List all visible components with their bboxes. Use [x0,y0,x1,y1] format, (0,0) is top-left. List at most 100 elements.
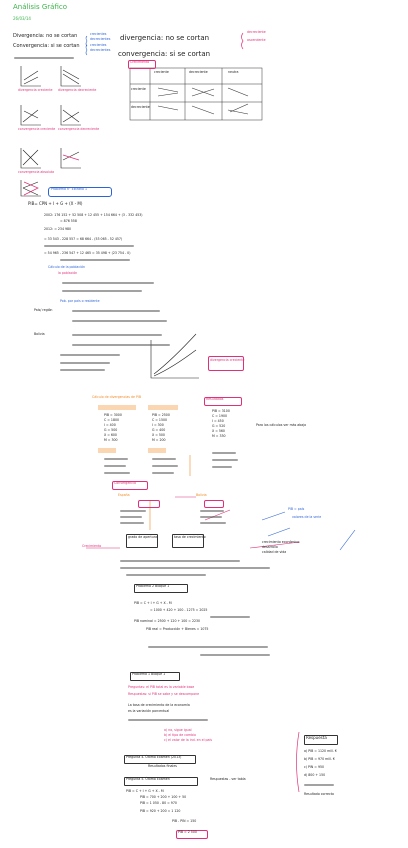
scribble-line [60,259,130,261]
problem1-sub-1: Cálculo de la población [48,265,85,269]
problem2-line-4: PIB real = Producción + Bienes = 1075 [146,627,209,631]
scribble-line [200,654,270,656]
data-col3-5: X = 560 [212,429,225,433]
problem1-line-1: 2002: 176 152 + 52 508 + 12 455 + 154 66… [44,213,143,217]
problem2-line-2: = 1000 + 420 + 100 - 1275 = 2025 [150,608,208,612]
problem1-line-5: = 54 965 - 236 547 + 12 465 = 35 498 + (… [44,251,131,255]
scribble-line [200,510,224,512]
data-col1-2: C = 1800 [104,418,120,422]
divergence-line: Divergencia: no se cortan [13,33,78,39]
chart-label-2: divergencia decreciente [58,88,97,92]
problem1-chart-label-box [208,356,244,371]
problem4-note2: Respuestas - ver tabla [210,777,246,781]
scribble-line [152,472,174,474]
problem1-title-box [48,187,112,197]
section-conv-right-title: Bolivia [196,493,207,497]
growth-mid: tasa de crecimiento [174,535,206,539]
growth-note-2: desarrollo [262,545,278,549]
problem3-title-box [130,672,180,681]
problem4-right-line-1: a) PIB = 1120 mill. € [304,749,337,753]
problem4-title-box [124,755,196,764]
problem4-right-line-3: c) PIN = 950 [304,765,325,769]
scribble-line [212,466,232,468]
data-col1-3: I = 400 [104,423,116,427]
problem4-title2: Pregunta 5. Último Examen [126,777,170,781]
scribble-line [60,369,105,371]
page-date: 26/03/14 [13,16,31,21]
section-conv-title-box [112,481,148,490]
chart-label-5: convergencia absoluta [18,170,55,174]
section-conv-note-1: PIB = país [288,507,305,511]
problem4-result-box [176,830,208,839]
problem2-title: Problema 2 Bloque 1 [136,584,170,588]
problem4-line-2: PIB = 700 + 200 + 100 + 50 [140,795,187,799]
problem1-formula: PIB= CPN + I + G + (X - M) [28,201,83,206]
data-col1-4: G = 500 [104,428,118,432]
problem4-final: Resultado correcto [304,792,334,796]
problem4-right-line-2: b) PIB = 970 mill. € [304,757,335,761]
convergence-heading: convergencia: si se cortan [118,50,211,58]
problem4-title2-box [124,777,198,786]
problem1-calc-label-2: País/ región [34,308,53,312]
section-conv-left-title: España [118,493,130,497]
table-header-2: decreciente [189,70,208,74]
highlight [148,448,166,453]
chart-label-1: divergencia creciente [18,88,53,92]
scribble-line [212,452,236,454]
scribble-line [44,245,134,247]
data-col1-6: M = 300 [104,438,118,442]
highlight [98,448,116,453]
data-col2-5: X = 500 [152,433,165,437]
growth-note-3: calidad de vida [262,550,287,554]
scribble-line [152,458,176,460]
scribble-line [200,522,226,524]
divergence-note-1: crecientes [90,32,107,36]
scribble-line [60,354,120,356]
data-note: Para los cálculos ver más abajo [256,423,307,427]
problem3-title: Problema 1 Bloque 1 [132,672,166,676]
data-col2-1: PIB = 2500 [152,413,170,417]
section-conv-title: Convergencia [114,481,136,485]
problem1-calc-label-1: Pob. por país o residente [60,299,100,303]
scribble-line [72,320,167,322]
data-col3-1: PIB = 3100 [212,409,230,413]
scribble-line [104,458,128,460]
data-col3-3: I = 450 [212,419,224,423]
problem1-line-3: 2012: = 234 980 [44,227,72,231]
section-data-title-right: Resultados [206,397,224,401]
problem2-line-1: PIB = C + I + G + X - M [134,601,172,605]
data-col1-5: X = 600 [104,433,117,437]
data-col2-6: M = 200 [152,438,166,442]
problem3-note-1: a) no, sigue igual [164,728,192,732]
problem1-title: Problema n° Extraño 1 [51,187,88,191]
page-title: Análisis Gráfico [13,3,68,11]
convergence-note-2: decrecientes [90,48,111,52]
scribble-line [62,290,142,292]
scribble-line [72,334,162,336]
table-header-1: creciente [154,70,169,74]
table-header-3: neutra [228,70,239,74]
conv-highlight-box [138,500,160,508]
table-corner: Crecimiento [130,60,150,64]
problem4-right-title-box [304,735,338,745]
problem4-title: Pregunta 4. Último Examen (2013) [126,755,182,759]
divergence-note-2: decrecientes [90,37,111,41]
growth-note-1: crecimiento económico [262,540,300,544]
convergence-note-1: crecientes [90,43,107,47]
scribble-line [120,567,270,569]
problem4-line-3: PIB = 1 050 - 80 = 970 [140,801,177,805]
scribble-line [128,719,208,721]
scribble-line [148,646,268,648]
scribble-line [104,465,126,467]
chart-label-3: convergencia creciente [18,127,56,131]
problem4-line-4: PIB = 920 + 200 = 1 120 [140,809,181,813]
divergence-heading: divergencia: no se cortan [120,34,210,42]
problem3-line-4: es la variación porcentual [128,709,170,713]
growth-left: grado de apertura [128,535,158,539]
scribble-line [304,784,334,786]
problem1-line-2: = 876 558 [60,219,77,223]
problem2-line-3: PIB nominal = 2500 + 120 + 100 = 2230 [134,619,201,623]
table-row-2: decreciente [131,105,150,109]
